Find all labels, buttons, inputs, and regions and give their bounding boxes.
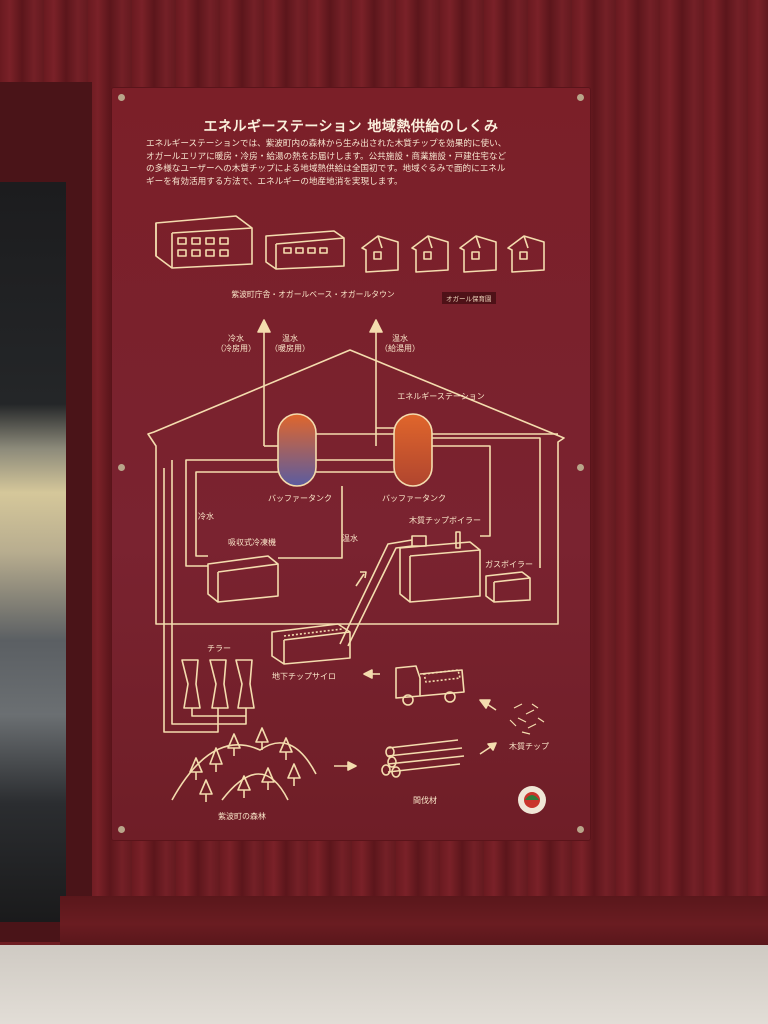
house-icon: [459, 235, 497, 273]
buffer-tank-1-label: バッファータンク: [268, 494, 332, 503]
screw-icon: [118, 464, 125, 471]
buffer-tank-1-icon: [277, 413, 317, 487]
consumers-label: 紫波町庁舎・オガールベース・オガールタウン: [231, 290, 395, 299]
chip-boiler-label: 木質チップボイラー: [409, 516, 481, 525]
sign-intro-text: エネルギーステーションでは、紫波町内の森林から生み出された木質チップを効果的に使…: [146, 139, 507, 187]
forest-label: 紫波町の森林: [218, 812, 266, 821]
gas-boiler-icon: [485, 571, 531, 603]
chip-boiler-icon: [399, 541, 481, 603]
hot-water-label: 温水: [342, 534, 358, 543]
forest-icon: [171, 727, 317, 802]
station-label: エネルギーステーション: [397, 392, 485, 401]
public-building-icon: [155, 215, 253, 269]
window-glass: [0, 182, 66, 922]
screw-icon: [577, 94, 584, 101]
thinned-wood-icon: [381, 739, 465, 778]
screw-icon: [577, 464, 584, 471]
buffer-tank-2-label: バッファータンク: [382, 494, 446, 503]
town-emblem-logo: [518, 786, 546, 814]
underground-silo-label: 地下チップサイロ: [272, 672, 336, 681]
underground-chip-silo-icon: [271, 623, 351, 665]
wood-chip-icon: [509, 703, 545, 735]
house-icon: [411, 235, 449, 273]
house-icon: [507, 235, 545, 273]
thinned-wood-label: 間伐材: [413, 796, 437, 805]
hot-water-heating-label: 温水 （暖房用）: [270, 334, 310, 353]
buffer-tank-2-icon: [393, 413, 433, 487]
ground: [0, 945, 768, 1024]
consumers-tag: オガール保育園: [442, 292, 496, 304]
commercial-building-icon: [265, 230, 345, 270]
cold-water-label: 冷水: [198, 512, 214, 521]
chiller-label: チラー: [207, 644, 231, 653]
screw-icon: [118, 826, 125, 833]
cold-water-cooling-label: 冷水 （冷房用）: [216, 334, 256, 353]
absorption-chiller-icon: [207, 555, 279, 603]
wood-chip-label: 木質チップ: [509, 742, 549, 751]
station-outline: [147, 349, 565, 625]
heat-supply-diagram: [147, 215, 565, 814]
gas-boiler-label: ガスボイラー: [485, 560, 533, 569]
window-frame: [0, 82, 92, 942]
screw-icon: [577, 826, 584, 833]
chiller-icon: [181, 659, 255, 733]
sign-title: エネルギーステーション 地域熱供給のしくみ: [203, 119, 499, 135]
absorption-chiller-label: 吸収式冷凍機: [228, 538, 276, 547]
info-sign: エネルギーステーション 地域熱供給のしくみ エネルギーステーションでは、紫波町内…: [112, 88, 590, 840]
truck-icon: [395, 665, 465, 706]
house-icon: [361, 235, 399, 273]
hot-water-supply-label: 温水 （給湯用）: [380, 334, 420, 353]
screw-icon: [118, 94, 125, 101]
